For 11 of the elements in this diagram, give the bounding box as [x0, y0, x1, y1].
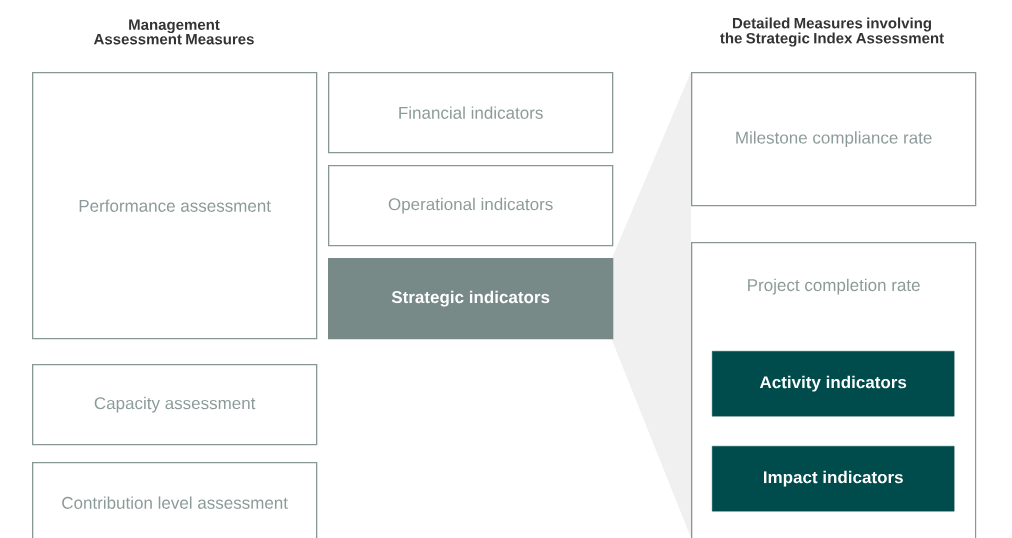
- indicator-box: Activity indicators: [712, 351, 955, 417]
- highlighted-box: Strategic indicators: [328, 258, 614, 340]
- measure-box: Financial indicators: [328, 72, 614, 154]
- column-heading: Management Assessment Measures: [93, 19, 254, 45]
- measure-box: Capacity assessment: [32, 364, 318, 446]
- indicator-box: Impact indicators: [712, 446, 955, 512]
- measure-box: Contribution level assessment: [32, 462, 318, 538]
- measure-box: Milestone compliance rate: [691, 72, 977, 207]
- measure-box: Performance assessment: [32, 72, 318, 340]
- measure-box: Operational indicators: [328, 165, 614, 247]
- column-heading: Detailed Measures involving the Strategic Index Assessment: [720, 17, 944, 47]
